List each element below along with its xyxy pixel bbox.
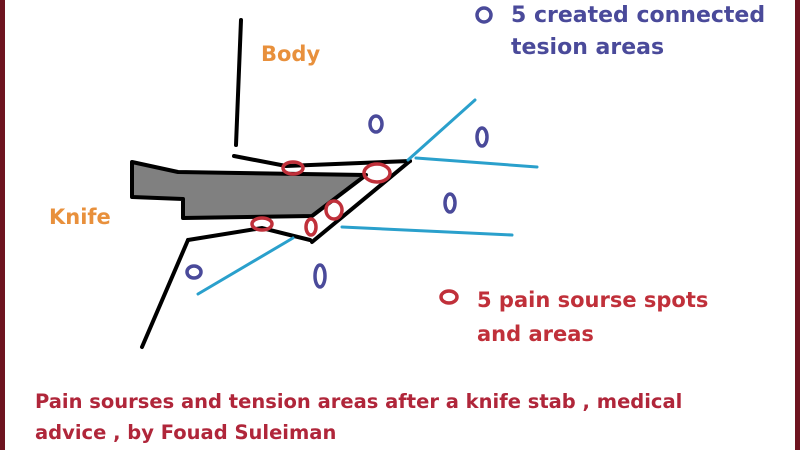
legend-tension-line1: 5 created connected xyxy=(511,3,766,28)
tension-line xyxy=(340,225,514,237)
blue-oval-icon xyxy=(443,192,457,214)
legend-red-oval-icon xyxy=(439,289,459,305)
knife-blade xyxy=(130,160,368,220)
blue-oval-icon xyxy=(313,263,327,289)
blue-oval-icon xyxy=(185,264,203,280)
body-upper-line xyxy=(234,18,243,147)
red-oval-icon xyxy=(281,160,305,176)
legend-pain-line1: 5 pain sourse spots xyxy=(477,288,709,312)
blue-oval-icon xyxy=(475,126,489,148)
pain-spots xyxy=(250,160,459,305)
wound-slant-edge xyxy=(310,159,412,244)
tension-line xyxy=(406,98,477,162)
tension-lines xyxy=(196,98,539,296)
red-oval-icon xyxy=(324,199,344,221)
red-oval-icon xyxy=(304,217,318,237)
knife-label: Knife xyxy=(49,205,111,229)
red-oval-icon xyxy=(250,216,274,232)
red-oval-icon xyxy=(362,162,392,184)
legend-blue-oval-icon xyxy=(475,6,493,24)
tension-areas xyxy=(185,6,493,289)
knife xyxy=(130,160,368,220)
body-label: Body xyxy=(261,42,321,66)
body-lower-line xyxy=(140,238,190,349)
caption-line2: advice , by Fouad Suleiman xyxy=(35,421,337,444)
wound-lower-edge xyxy=(186,225,312,242)
legend-pain-line2: and areas xyxy=(477,322,594,346)
wound-upper-edge xyxy=(232,154,412,169)
blue-oval-icon xyxy=(368,114,384,134)
tension-line xyxy=(196,236,295,296)
tension-line xyxy=(414,156,539,169)
caption-line1: Pain sourses and tension areas after a k… xyxy=(35,390,683,413)
legend-tension-line2: tesion areas xyxy=(511,35,665,60)
body-outline xyxy=(140,18,412,349)
